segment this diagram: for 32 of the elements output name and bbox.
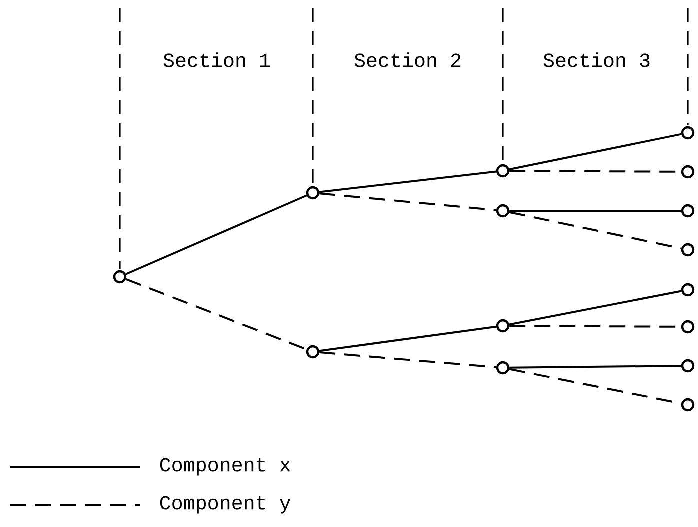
branch-line [126, 194, 308, 276]
branch-line [126, 278, 308, 351]
branch-line [509, 211, 682, 250]
branch-node [681, 243, 695, 257]
branch-line [509, 133, 682, 171]
branch-line [509, 368, 682, 405]
branch-node [306, 345, 320, 359]
branch-node [496, 204, 510, 218]
section-label: Section 2 [354, 52, 461, 68]
branch-line [319, 326, 497, 352]
branch-node [681, 126, 695, 140]
branch-node [306, 186, 320, 200]
branch-node [681, 204, 695, 218]
branch-node [681, 320, 695, 334]
branch-node [113, 270, 127, 284]
branch-node [681, 398, 695, 412]
section-label: Section 3 [544, 52, 650, 68]
branch-line [319, 192, 497, 212]
legend-label: Component x [160, 458, 290, 476]
branch-node [496, 361, 510, 375]
branch-node [496, 319, 510, 333]
branch-line [509, 290, 682, 326]
branch-node [681, 165, 695, 179]
branch-line [319, 170, 497, 194]
section-label: Section 1 [164, 52, 270, 68]
branch-line [510, 365, 682, 369]
branch-line [510, 210, 682, 212]
branch-node [681, 359, 695, 373]
branch-node [681, 283, 695, 297]
branch-line [320, 352, 497, 368]
legend-label: Component y [160, 496, 291, 514]
branch-node [496, 164, 510, 178]
